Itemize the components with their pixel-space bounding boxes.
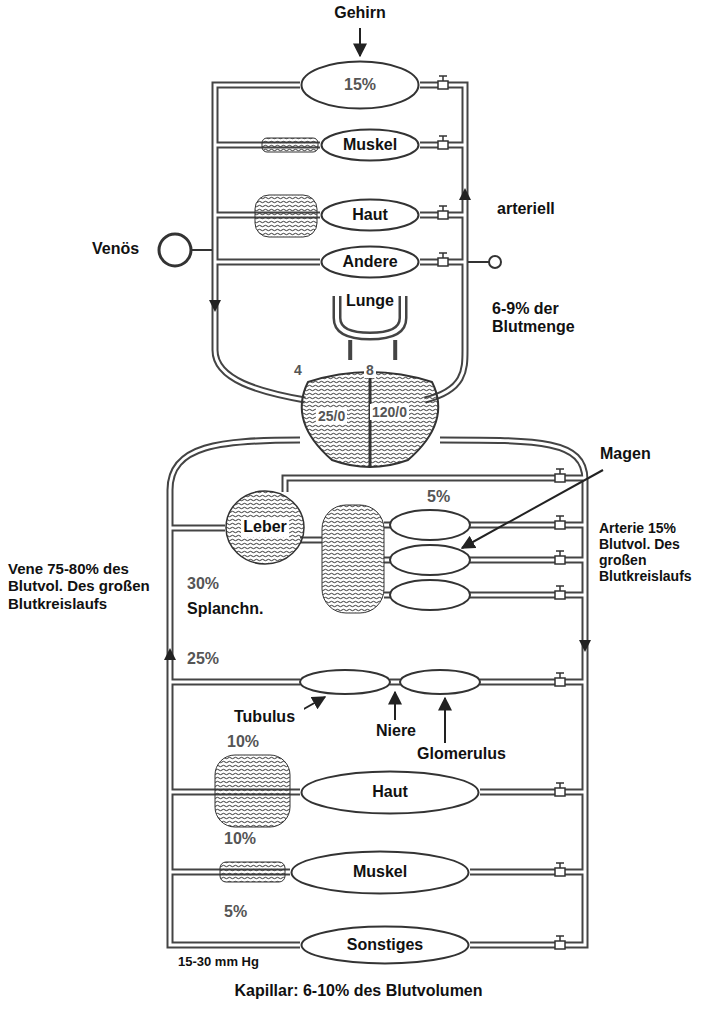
leader-arrows [302, 28, 603, 743]
node-text: Muskel [353, 863, 407, 881]
node-text: Lunge [346, 292, 394, 310]
capillary-bed [322, 505, 384, 613]
organ-label: Glomerulus [415, 745, 530, 763]
organ-label: Niere [368, 722, 424, 740]
percent-label: 5% [222, 903, 267, 921]
organ-bed: Andere [320, 245, 420, 279]
heart-shape: 4 8 25/0 120/0 [290, 360, 450, 470]
note-label: Vene 75-80% des Blutvol. Des großen Blut… [6, 560, 158, 612]
caption: Kapillar: 6-10% des Blutvolumen [0, 982, 717, 1000]
organ-bed: 15% [300, 60, 420, 110]
node-text: 15% [344, 76, 376, 94]
artery-section [489, 256, 501, 268]
gut-loop [390, 510, 470, 540]
percent-label: 30% [185, 575, 230, 593]
vessel-label: arteriell [495, 200, 585, 218]
lung-shape: Lunge [325, 290, 415, 340]
organ-bed: Sonstiges [300, 925, 470, 965]
pressure-value: 25/0 [316, 408, 347, 424]
capillary-bed [262, 138, 318, 152]
node-text: Haut [352, 206, 388, 224]
pressure-value: 8 [364, 362, 376, 378]
capillary-bed [220, 862, 285, 882]
vein-section [159, 234, 191, 266]
node-text: Andere [342, 253, 397, 271]
organ-label: Gehirn [325, 4, 395, 22]
pressure-value: 120/0 [370, 404, 409, 420]
percent-label: 25% [185, 650, 230, 668]
organ-bed: Haut [300, 770, 480, 815]
organ-bed: Muskel [320, 128, 420, 162]
node-text: Haut [372, 783, 408, 801]
percent-label: 10% [225, 733, 270, 751]
organ-label: Magen [598, 445, 678, 463]
gut-loop [390, 545, 470, 575]
percent-label: 10% [222, 830, 267, 848]
organ-bed: Haut [320, 198, 420, 232]
capillary-bed [255, 195, 317, 237]
node-text: Leber [241, 518, 289, 536]
capillary-bed [215, 755, 290, 827]
organ-bed: Muskel [290, 850, 470, 895]
note-label: 6-9% der Blutmenge [490, 300, 590, 337]
vessel-connector [348, 340, 352, 360]
section-leader [191, 249, 212, 251]
note-label: Arterie 15% Blutvol. Des großen Blutkrei… [597, 520, 711, 584]
organ-label: Splanchn. [185, 600, 295, 618]
glomerulus-shape [400, 670, 480, 694]
node-text: Muskel [343, 136, 397, 154]
vessel-label: Venös [90, 240, 152, 258]
pressure-value: 4 [292, 362, 304, 378]
gut-loop [390, 580, 470, 610]
node-text: Sonstiges [347, 936, 423, 954]
percent-label: 5% [425, 488, 465, 506]
organ-label: Tubulus [232, 708, 304, 726]
liver-shape: Leber [225, 490, 305, 565]
tubulus-shape [300, 670, 390, 694]
flow-arrows [164, 188, 591, 660]
pressure-label: 15-30 mm Hg [176, 955, 296, 970]
section-leader [468, 261, 489, 263]
vessel-connector [393, 340, 397, 360]
